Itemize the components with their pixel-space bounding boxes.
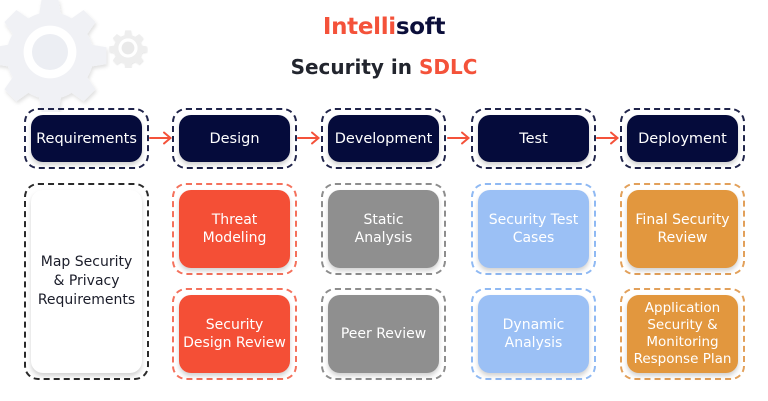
phase-design-frame: Design	[172, 108, 297, 169]
requirements-activity-frame: Map Security & Privacy Requirements	[24, 183, 149, 380]
activity-security-design-review: Security Design Review	[179, 295, 290, 373]
title-accent: SDLC	[418, 55, 478, 79]
brand-logo-part2: soft	[395, 14, 446, 40]
activity-application-security-monitoring-response-plan: Application Security & Monitoring Respon…	[627, 295, 738, 373]
activity-dynamic-analysis: Dynamic Analysis	[478, 295, 589, 373]
activity-security-test-cases: Security Test Cases	[478, 190, 589, 268]
design-activity-frame: Threat Modeling	[172, 183, 297, 275]
brand-logo-part1: Intelli	[322, 14, 396, 40]
phase-deployment: Deployment	[627, 115, 738, 162]
phase-requirements: Requirements	[31, 115, 142, 162]
activity-peer-review: Peer Review	[328, 295, 439, 373]
phase-test: Test	[478, 115, 589, 162]
right-arrow-icon	[297, 131, 321, 145]
gear-icon	[0, 0, 107, 112]
brand-logo: Intellisoft	[0, 14, 768, 40]
test-activity-frame: Security Test Cases	[471, 183, 596, 275]
phase-requirements-frame: Requirements	[24, 108, 149, 169]
design-activity-frame: Security Design Review	[172, 288, 297, 380]
title-prefix: Security in	[290, 55, 419, 79]
phase-deployment-frame: Deployment	[620, 108, 745, 169]
activity-static-analysis: Static Analysis	[328, 190, 439, 268]
right-arrow-icon	[149, 131, 173, 145]
phase-development: Development	[328, 115, 439, 162]
gear-icon	[109, 30, 147, 68]
deployment-activity-frame: Final Security Review	[620, 183, 745, 275]
right-arrow-icon	[447, 131, 471, 145]
phase-test-frame: Test	[471, 108, 596, 169]
test-activity-frame: Dynamic Analysis	[471, 288, 596, 380]
phase-development-frame: Development	[321, 108, 446, 169]
development-activity-frame: Static Analysis	[321, 183, 446, 275]
activity-threat-modeling: Threat Modeling	[179, 190, 290, 268]
development-activity-frame: Peer Review	[321, 288, 446, 380]
page-title: Security in SDLC	[0, 55, 768, 79]
activity-final-security-review: Final Security Review	[627, 190, 738, 268]
phase-design: Design	[179, 115, 290, 162]
right-arrow-icon	[596, 131, 620, 145]
deployment-activity-frame: Application Security & Monitoring Respon…	[620, 288, 745, 380]
activity-map-security-privacy-requirements: Map Security & Privacy Requirements	[31, 190, 142, 373]
